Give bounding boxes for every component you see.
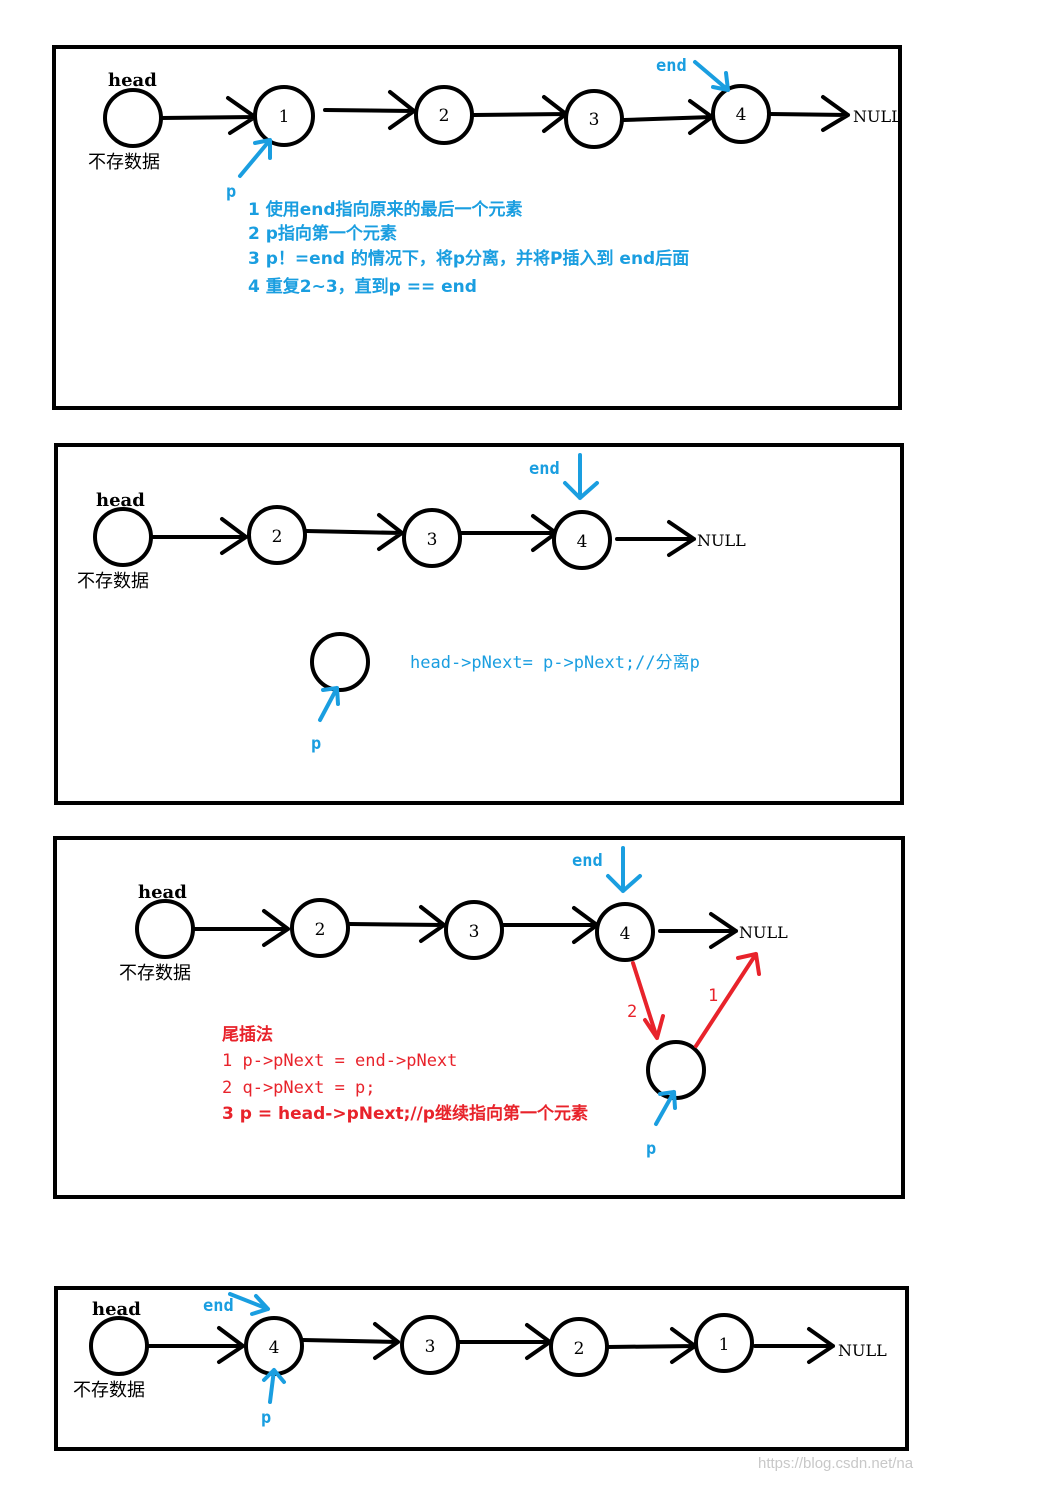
arrow-link [622, 99, 714, 135]
head-label: head [108, 70, 157, 91]
end-label: end [203, 1296, 234, 1316]
arrow-link [472, 95, 568, 133]
null-label: NULL [838, 1341, 887, 1360]
node-value: 1 [279, 107, 290, 127]
head-node [93, 507, 153, 567]
list-node [402, 508, 462, 568]
end-label: end [529, 459, 560, 479]
list-node [694, 1313, 754, 1373]
list-node [253, 85, 315, 147]
arrow-head-to-node [149, 517, 248, 555]
p-pointer-arrow [318, 686, 340, 722]
step-text: 2 q->pNext = p; [222, 1078, 376, 1098]
arrow-link [301, 1322, 400, 1360]
arrow-to-null [615, 520, 696, 557]
step-text: 3 p！=end 的情况下，将p分离，并将P插入到 end后面 [248, 248, 689, 269]
arrow-head-to-node [145, 1326, 245, 1364]
node-value: 2 [574, 1339, 585, 1359]
list-node [444, 900, 504, 960]
null-label: NULL [697, 531, 746, 550]
node-value: 1 [719, 1335, 730, 1355]
arrow-link [347, 905, 446, 943]
p-label: p [311, 734, 321, 754]
step-text: 3 p = head->pNext;//p继续指向第一个元素 [222, 1103, 588, 1124]
end-pointer-arrow [693, 60, 730, 92]
list-node [552, 510, 612, 570]
panel-4: head 不存数据 4 3 2 1 NULL end p [54, 1286, 909, 1451]
arrow-link [606, 1327, 697, 1364]
node-value: 2 [315, 920, 326, 940]
code-text: head->pNext= p->pNext;//分离p [410, 653, 700, 673]
head-label: head [96, 490, 145, 511]
panel-2: head 不存数据 2 3 4 NULL end p head->pNext= … [54, 443, 904, 805]
arrow-head-to-node [191, 909, 290, 947]
list-node [290, 898, 350, 958]
arrow-to-null [753, 1327, 835, 1364]
inserted-node [646, 1040, 706, 1100]
panel-2-frame [54, 443, 904, 805]
p-pointer-arrow [238, 138, 272, 178]
list-node [564, 89, 624, 149]
list-node [595, 902, 655, 962]
end-pointer-arrow [228, 1292, 270, 1316]
p-label: p [226, 182, 236, 202]
arrow-to-null [658, 912, 738, 949]
arrow-label: 2 [627, 1002, 637, 1022]
end-label: end [656, 56, 687, 76]
p-label: p [646, 1139, 656, 1159]
list-node [247, 505, 307, 565]
node-value: 4 [577, 532, 588, 552]
head-label: head [92, 1299, 141, 1320]
arrow-link [459, 514, 558, 552]
null-label: NULL [853, 107, 902, 126]
step-text: 1 p->pNext = end->pNext [222, 1051, 457, 1071]
red-arrow-p-to-null [694, 952, 761, 1048]
end-label: end [572, 851, 603, 871]
panel-1-frame [52, 45, 902, 410]
step-text: 1 使用end指向原来的最后一个元素 [248, 199, 523, 220]
panel-1: head 不存数据 1 2 3 4 NULL end p 1 使用end指向原来… [52, 45, 902, 410]
node-value: 3 [589, 110, 600, 130]
node-value: 2 [439, 106, 450, 126]
step-text: 4 重复2~3，直到p == end [248, 276, 477, 297]
arrow-link [457, 1323, 552, 1360]
panel-3: head 不存数据 2 3 4 NULL end 2 1 p 尾插法 1 p->… [53, 836, 905, 1199]
section-title: 尾插法 [222, 1024, 273, 1045]
p-pointer-arrow [654, 1090, 677, 1126]
no-data-label: 不存数据 [73, 1380, 145, 1401]
arrow-link [501, 906, 599, 944]
arrow-to-null [768, 95, 850, 132]
no-data-label: 不存数据 [77, 571, 149, 592]
node-value: 4 [620, 924, 631, 944]
head-label: head [138, 882, 187, 903]
p-pointer-arrow [262, 1368, 286, 1404]
head-node [103, 88, 163, 148]
detached-node [310, 632, 370, 692]
arrow-link [304, 513, 404, 551]
no-data-label: 不存数据 [88, 152, 160, 173]
arrow-head-to-node [159, 96, 257, 135]
watermark: https://blog.csdn.net/na [758, 1455, 914, 1472]
node-value: 2 [272, 527, 283, 547]
node-value: 4 [269, 1338, 280, 1358]
arrow-link [323, 90, 416, 130]
panel-3-frame [53, 836, 905, 1199]
node-value: 3 [425, 1337, 436, 1357]
no-data-label: 不存数据 [119, 963, 191, 984]
end-pointer-arrow [606, 846, 642, 893]
end-pointer-arrow [563, 453, 599, 500]
node-value: 4 [736, 105, 747, 125]
null-label: NULL [739, 923, 788, 942]
head-node [89, 1316, 149, 1376]
panel-4-frame [54, 1286, 909, 1451]
red-arrow-end-to-p [631, 961, 665, 1040]
p-label: p [261, 1408, 271, 1428]
step-text: 2 p指向第一个元素 [248, 223, 397, 244]
node-value: 3 [427, 530, 438, 550]
arrow-label: 1 [708, 986, 718, 1006]
list-node [400, 1315, 460, 1375]
head-node [135, 899, 195, 959]
node-value: 3 [469, 922, 480, 942]
